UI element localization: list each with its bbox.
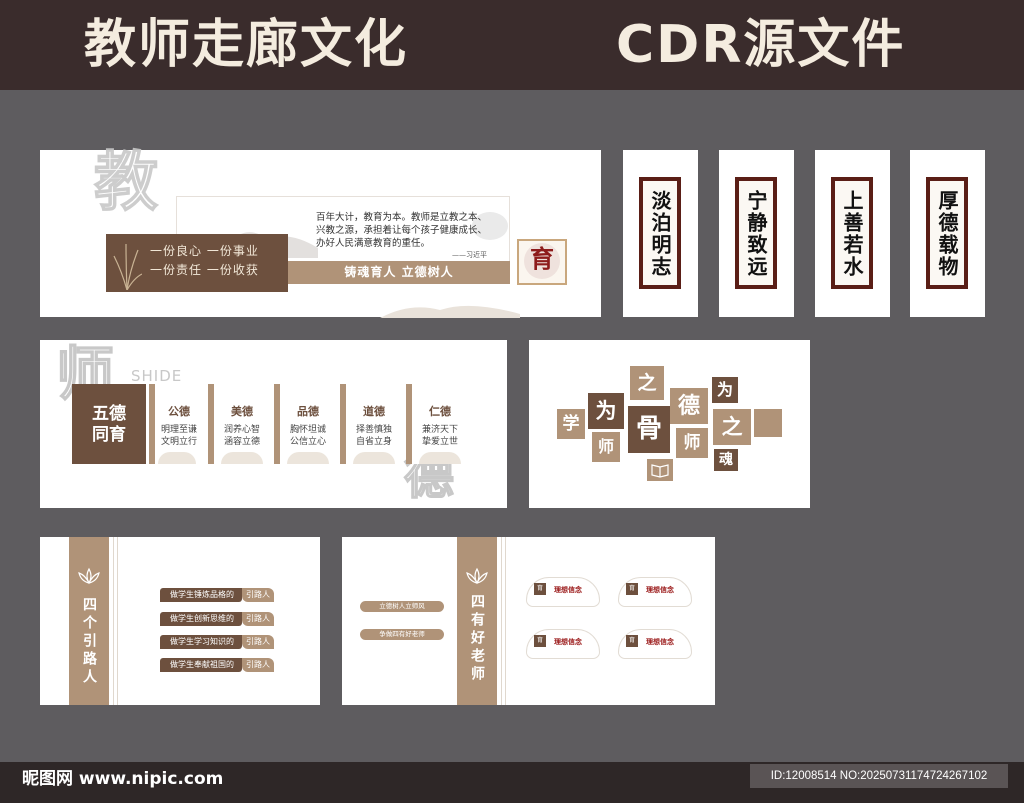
virtue-desc-3b: 公信立心 [289,437,326,447]
guide-item-1: 做学生锤炼品格的 [160,588,242,602]
file-format-title: CDR源文件 [616,15,906,75]
virtue-name-4: 道德 [363,405,385,418]
five-virtues-title-line-1: 五德 [92,404,126,424]
virtue-desc-4a: 择善慎独 [355,425,392,435]
five-virtues-title-line-2: 同育 [92,425,126,445]
block-empty [754,409,782,437]
scroll-paper-4 [930,181,964,285]
block-hun: 魂 [714,449,738,471]
four-good-teachers-title: 四有好老师 [469,594,485,684]
guides-side-bar [69,537,109,705]
guide-item-2: 做学生创新思维的 [160,612,242,626]
scroll-paper-2 [739,181,773,285]
block-book [647,459,673,481]
scroll-text-4: 厚德载物 [935,190,959,278]
scroll-text-2: 宁静致远 [744,190,768,278]
scroll-paper-1 [643,181,677,285]
orchid-icon [113,243,142,290]
page-title: 教师走廊文化 [84,15,409,75]
footer-id-badge: ID:12008514 NO:20250731174724267102 [750,764,1008,788]
fan-seal-2: 育 [626,583,638,595]
motto-line-1: 一份良心 一份事业 [150,244,259,258]
virtue-desc-4b: 自省立身 [355,437,392,447]
virtue-desc-3a: 胸怀坦诚 [289,425,326,435]
block-wei-2: 为 [712,377,738,403]
virtue-card-3 [274,384,336,464]
guide-item-3: 做学生学习知识的 [160,635,242,649]
cloud-decoration-3 [287,452,329,464]
motto-line-2: 一份责任 一份收获 [150,263,259,277]
fan-label-3: 理想信念 [554,638,582,646]
block-wei-1: 为 [588,393,624,429]
virtue-card-1 [149,384,203,464]
virtue-desc-5b: 挚爱立世 [421,437,458,447]
ink-wash-decoration [472,212,508,240]
fan-label-2: 理想信念 [646,586,674,594]
virtue-name-5: 仁德 [429,405,451,418]
guide-item-1-end: 引路人 [242,588,274,602]
side-bar-line [117,537,118,705]
book-icon [651,464,669,478]
virtue-card-5 [406,384,468,464]
cloud-decoration-1 [158,452,196,464]
header-bar [0,0,1024,90]
teachers-side-bar [457,537,497,705]
virtue-card-4 [340,384,402,464]
block-xue: 学 [557,409,585,439]
seal-char-yu: 育 [530,244,554,273]
teacher-tag-1: 立德树人立师风 [360,601,444,612]
scroll-text-1: 淡泊明志 [648,190,672,278]
block-zhi-2: 之 [713,409,751,445]
virtue-name-1: 公德 [168,405,190,418]
virtue-desc-1a: 明理至谦 [160,425,197,435]
virtue-desc-2b: 涵容立德 [223,437,260,447]
fan-seal-4: 育 [626,635,638,647]
side-bar-line [113,537,114,705]
block-shi-1: 师 [592,432,620,462]
quote-text: 百年大计，教育为本。教师是立教之本、兴教之源，承担着让每个孩子健康成长、办好人民… [316,212,488,249]
fan-label-4: 理想信念 [646,638,674,646]
guide-item-3-end: 引路人 [242,635,274,649]
scroll-paper-3 [835,181,869,285]
virtue-name-2: 美德 [231,405,253,418]
block-shi-2: 师 [676,428,708,458]
scroll-text-3: 上善若水 [840,190,864,278]
teacher-tag-2: 争做四有好老师 [360,629,444,640]
lotus-icon [78,567,100,585]
seal-background [524,243,560,279]
footer-brand[interactable]: 昵图网 www.nipic.com [22,769,224,789]
shide-label: SHIDE [131,367,183,385]
panel-four-good-teachers [342,537,715,705]
fan-label-1: 理想信念 [554,586,582,594]
guide-item-4: 做学生奉献祖国的 [160,658,242,672]
five-virtues-title: 五德 同育 [72,384,146,464]
virtue-card-2 [208,384,270,464]
virtue-desc-1b: 文明立行 [160,437,197,447]
cloud-decoration-2 [221,452,263,464]
side-bar-line [501,537,502,705]
block-de: 德 [670,388,708,424]
side-bar-line [505,537,506,705]
motto-banner: 一份良心 一份事业 一份责任 一份收获 [106,234,288,292]
virtue-desc-5a: 兼济天下 [421,425,458,435]
quote-author: ——习近平 [452,251,487,259]
hill-decoration [380,305,520,318]
cloud-decoration-4 [353,452,395,464]
guide-item-4-end: 引路人 [242,658,274,672]
big-char-jiao: 教 [93,146,159,220]
lotus-icon [466,567,488,585]
slogan-banner: 铸魂育人 立德树人 [288,261,510,284]
block-zhi-1: 之 [630,366,664,400]
fan-seal-1: 育 [534,583,546,595]
virtue-name-3: 品德 [297,405,319,418]
virtue-desc-2a: 润养心智 [223,425,260,435]
fan-seal-3: 育 [534,635,546,647]
guide-item-2-end: 引路人 [242,612,274,626]
four-guides-title: 四个引路人 [81,597,97,687]
cloud-decoration-5 [419,452,461,464]
block-gu: 骨 [628,406,670,453]
